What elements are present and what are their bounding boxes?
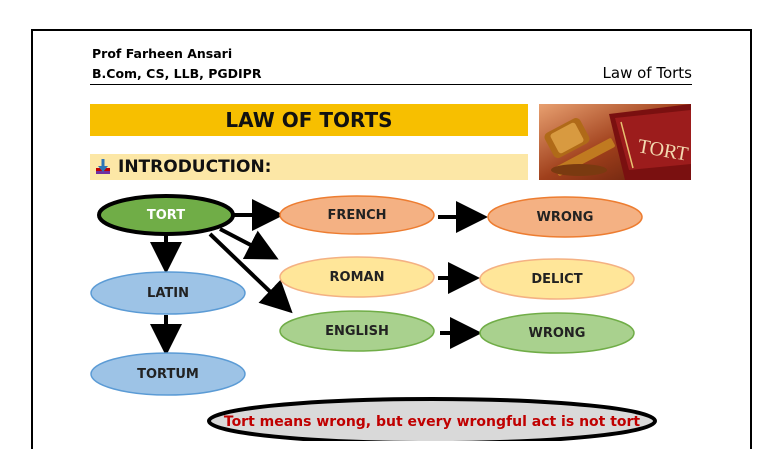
quote-text: Tort means wrong, but every wrongful act…: [207, 401, 657, 443]
label-tort: TORT: [99, 196, 233, 234]
label-delict: DELICT: [480, 259, 634, 299]
label-wrong-english: WRONG: [480, 313, 634, 353]
label-latin: LATIN: [91, 272, 245, 314]
label-roman: ROMAN: [280, 257, 434, 297]
label-wrong-french: WRONG: [488, 197, 642, 237]
label-tortum: TORTUM: [91, 353, 245, 395]
label-french: FRENCH: [280, 196, 434, 234]
label-english: ENGLISH: [280, 311, 434, 351]
